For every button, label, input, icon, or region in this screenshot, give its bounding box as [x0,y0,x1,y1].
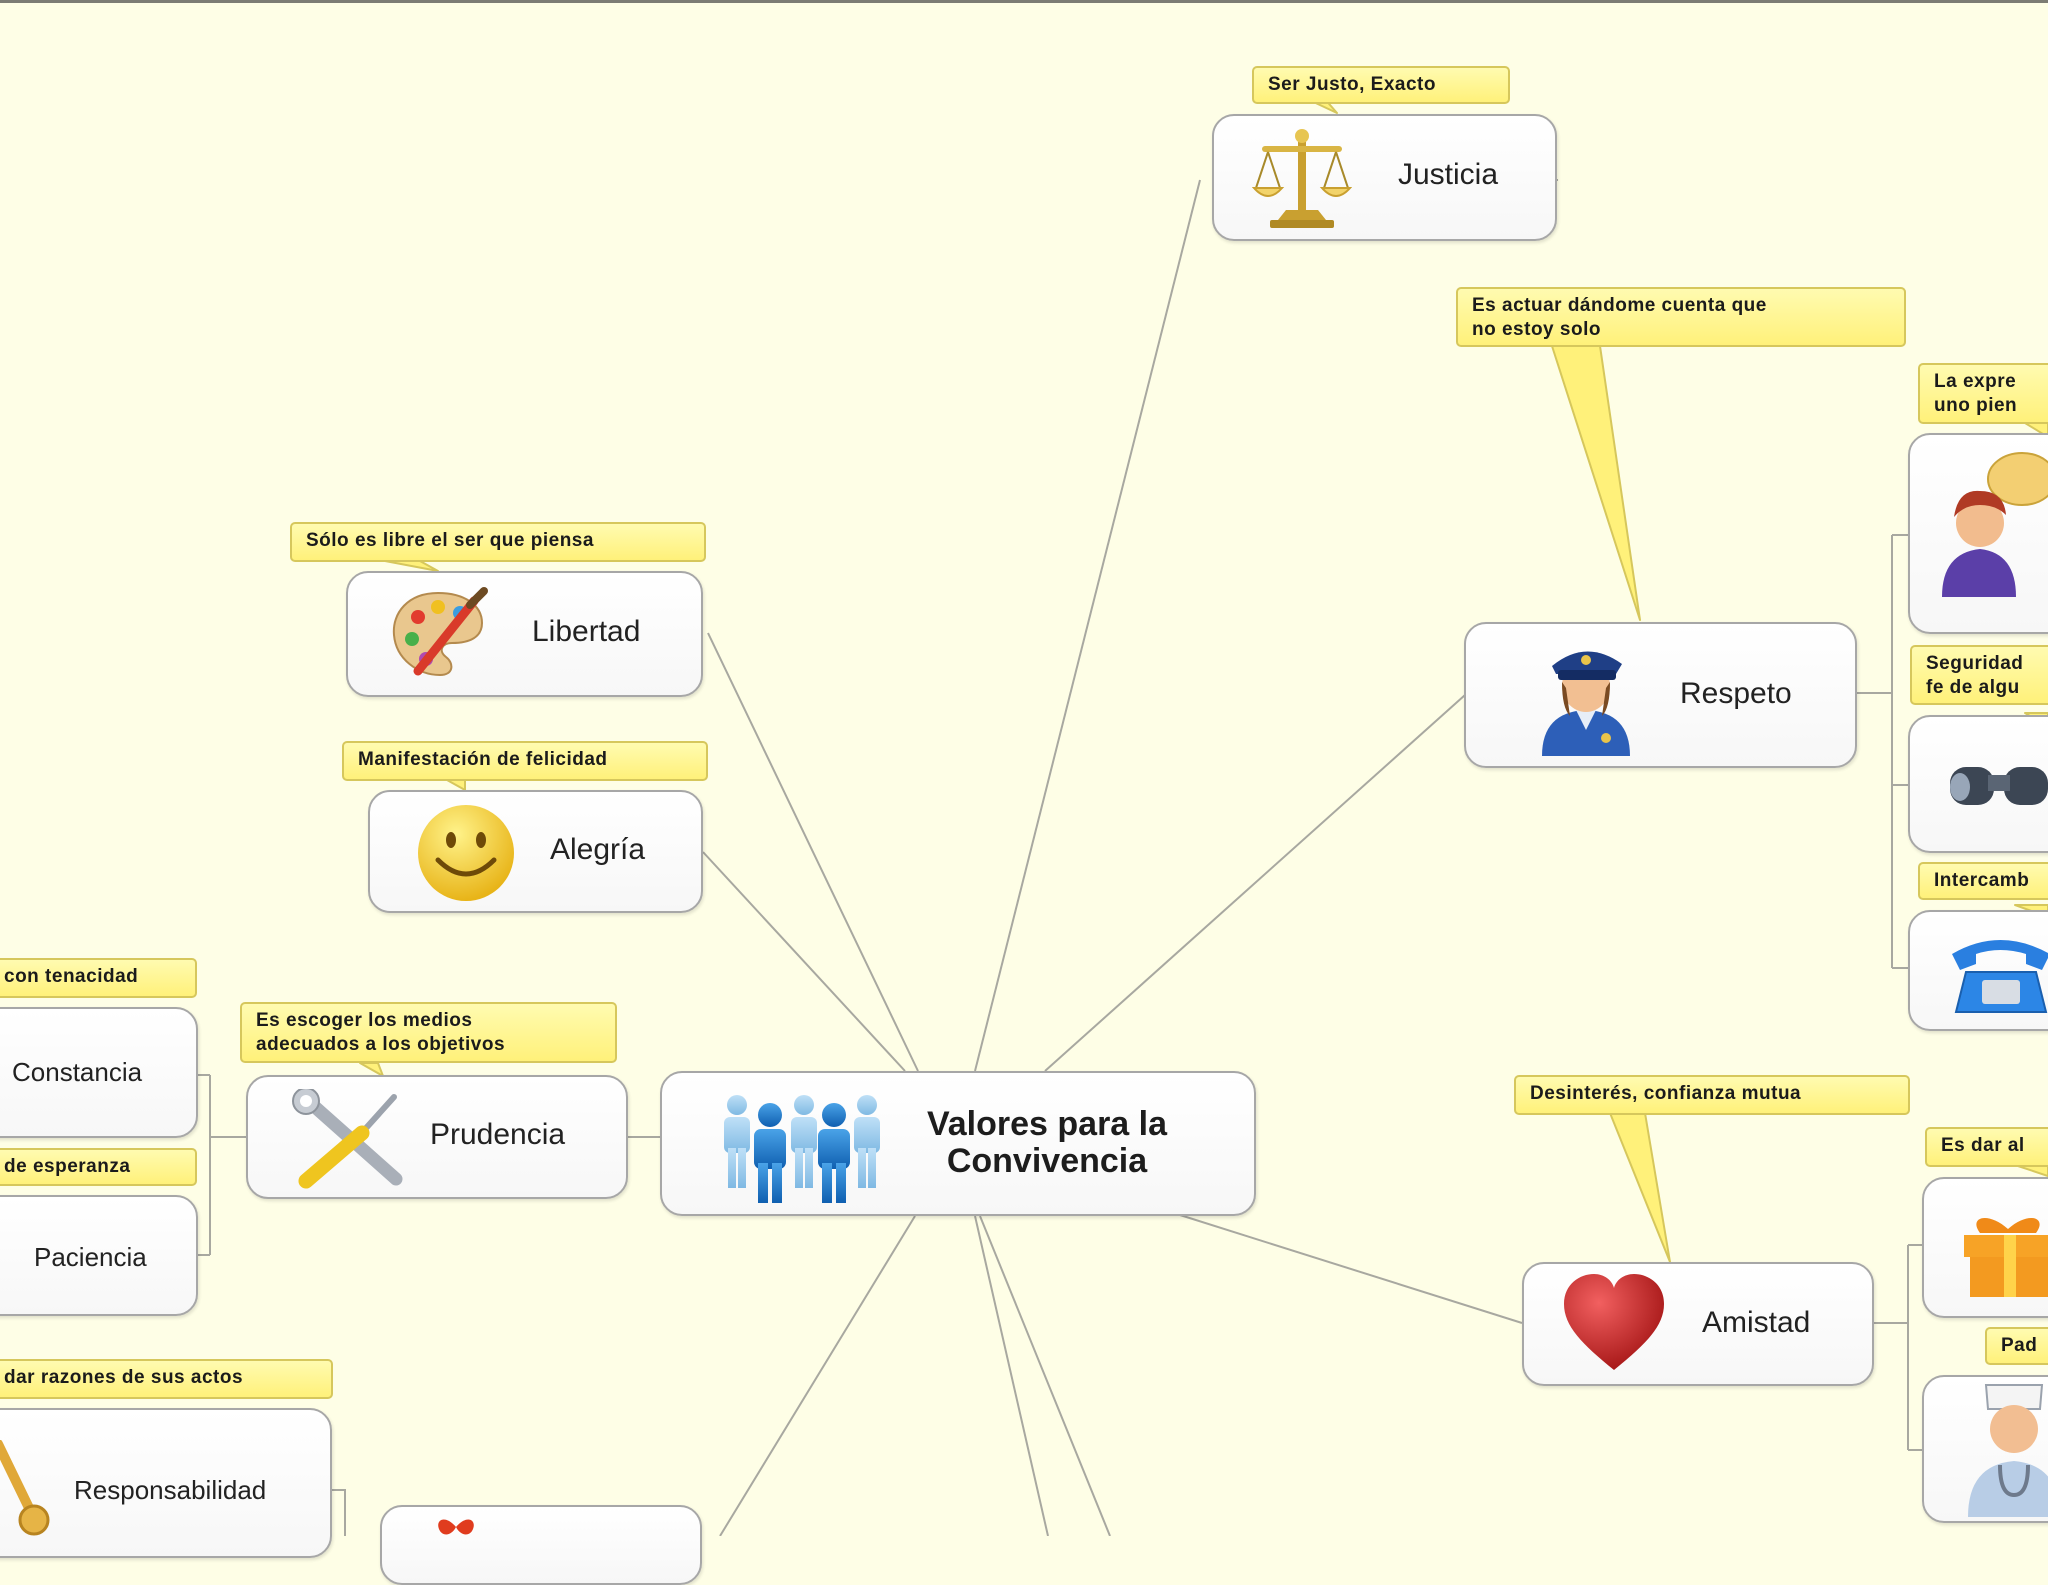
node-paciencia[interactable]: Paciencia [0,1195,198,1316]
people-icon [722,1093,882,1203]
node-alegria[interactable]: Alegría [368,790,703,913]
heart-icon [1562,1272,1666,1376]
central-topic-label: Valores para la Convivencia [887,1106,1207,1180]
police-officer-icon [1532,638,1640,756]
scales-icon [1252,124,1352,230]
note-amistad: Desinterés, confianza mutua [1514,1075,1910,1115]
note-constancia: con tenacidad [0,958,197,998]
note-respeto: Es actuar dándome cuenta que no estoy so… [1456,287,1906,347]
note-expresion: La expre uno pien [1918,363,2048,424]
node-respeto-label: Respeto [1680,677,1792,711]
node-paciencia-label: Paciencia [34,1242,147,1273]
node-expresion-partial[interactable] [1908,433,2048,634]
note-seguridad-line2: fe de algu [1926,676,2048,700]
note-respeto-line2: no estoy solo [1472,318,1890,342]
note-expresion-line2: uno pien [1934,394,2048,418]
note-respeto-line1: Es actuar dándome cuenta que [1472,294,1890,318]
node-prudencia[interactable]: Prudencia [246,1075,628,1199]
node-amistad-label: Amistad [1702,1306,1810,1340]
note-padres: Pad [1985,1327,2048,1365]
note-prudencia-line1: Es escoger los medios [256,1009,601,1033]
node-bottom-partial[interactable] [380,1505,702,1585]
note-responsabilidad: dar razones de sus actos [0,1359,333,1399]
telephone-icon [1946,926,2048,1018]
node-prudencia-label: Prudencia [430,1118,565,1152]
paint-palette-icon [388,587,492,683]
note-prudencia-line2: adecuados a los objetivos [256,1033,601,1057]
note-justicia: Ser Justo, Exacto [1252,66,1510,104]
note-paciencia: de esperanza [0,1148,197,1186]
node-seguridad-partial[interactable] [1908,715,2048,853]
node-intercambio-partial[interactable] [1908,910,2048,1031]
note-seguridad-line1: Seguridad [1926,652,2048,676]
central-topic-line2: Convivencia [887,1143,1207,1180]
node-libertad[interactable]: Libertad [346,571,703,697]
central-topic-line1: Valores para la [887,1106,1207,1143]
node-alegria-label: Alegría [550,833,645,867]
note-dar: Es dar al [1925,1127,2048,1167]
node-justicia[interactable]: Justicia [1212,114,1557,241]
node-padres-partial[interactable] [1922,1375,2048,1523]
binoculars-icon [1946,747,2048,823]
note-libertad: Sólo es libre el ser que piensa [290,522,706,562]
node-libertad-label: Libertad [532,615,640,649]
user-speech-icon [1940,449,2048,599]
note-seguridad: Seguridad fe de algu [1910,645,2048,705]
doctor-icon [1964,1383,2048,1517]
note-expresion-line1: La expre [1934,370,2048,394]
node-constancia[interactable]: Constancia [0,1007,198,1138]
key-icon [0,1440,50,1540]
gift-icon [1960,1205,2048,1301]
node-amistad[interactable]: Amistad [1522,1262,1874,1386]
ribbon-icon [434,1513,478,1545]
smiley-icon [414,802,518,904]
central-topic-node[interactable]: Valores para la Convivencia [660,1071,1256,1216]
node-dar-partial[interactable] [1922,1177,2048,1318]
note-prudencia: Es escoger los medios adecuados a los ob… [240,1002,617,1063]
note-intercambio: Intercamb [1918,862,2048,900]
node-respeto[interactable]: Respeto [1464,622,1857,768]
node-responsabilidad-label: Responsabilidad [74,1475,266,1506]
wrench-screwdriver-icon [292,1089,412,1189]
node-constancia-label: Constancia [12,1057,142,1088]
note-alegria: Manifestación de felicidad [342,741,708,781]
node-justicia-label: Justicia [1398,158,1498,192]
